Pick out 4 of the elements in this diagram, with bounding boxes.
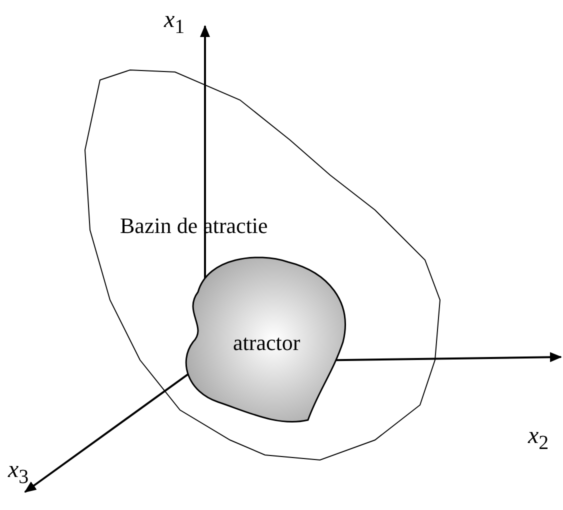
axis-label: x$_{1}$ — [164, 8, 185, 37]
axis-label: x$_{3}$ — [8, 458, 29, 487]
attractor-label: atractor — [233, 332, 300, 354]
axis-label: x$_{2}$ — [528, 424, 549, 453]
